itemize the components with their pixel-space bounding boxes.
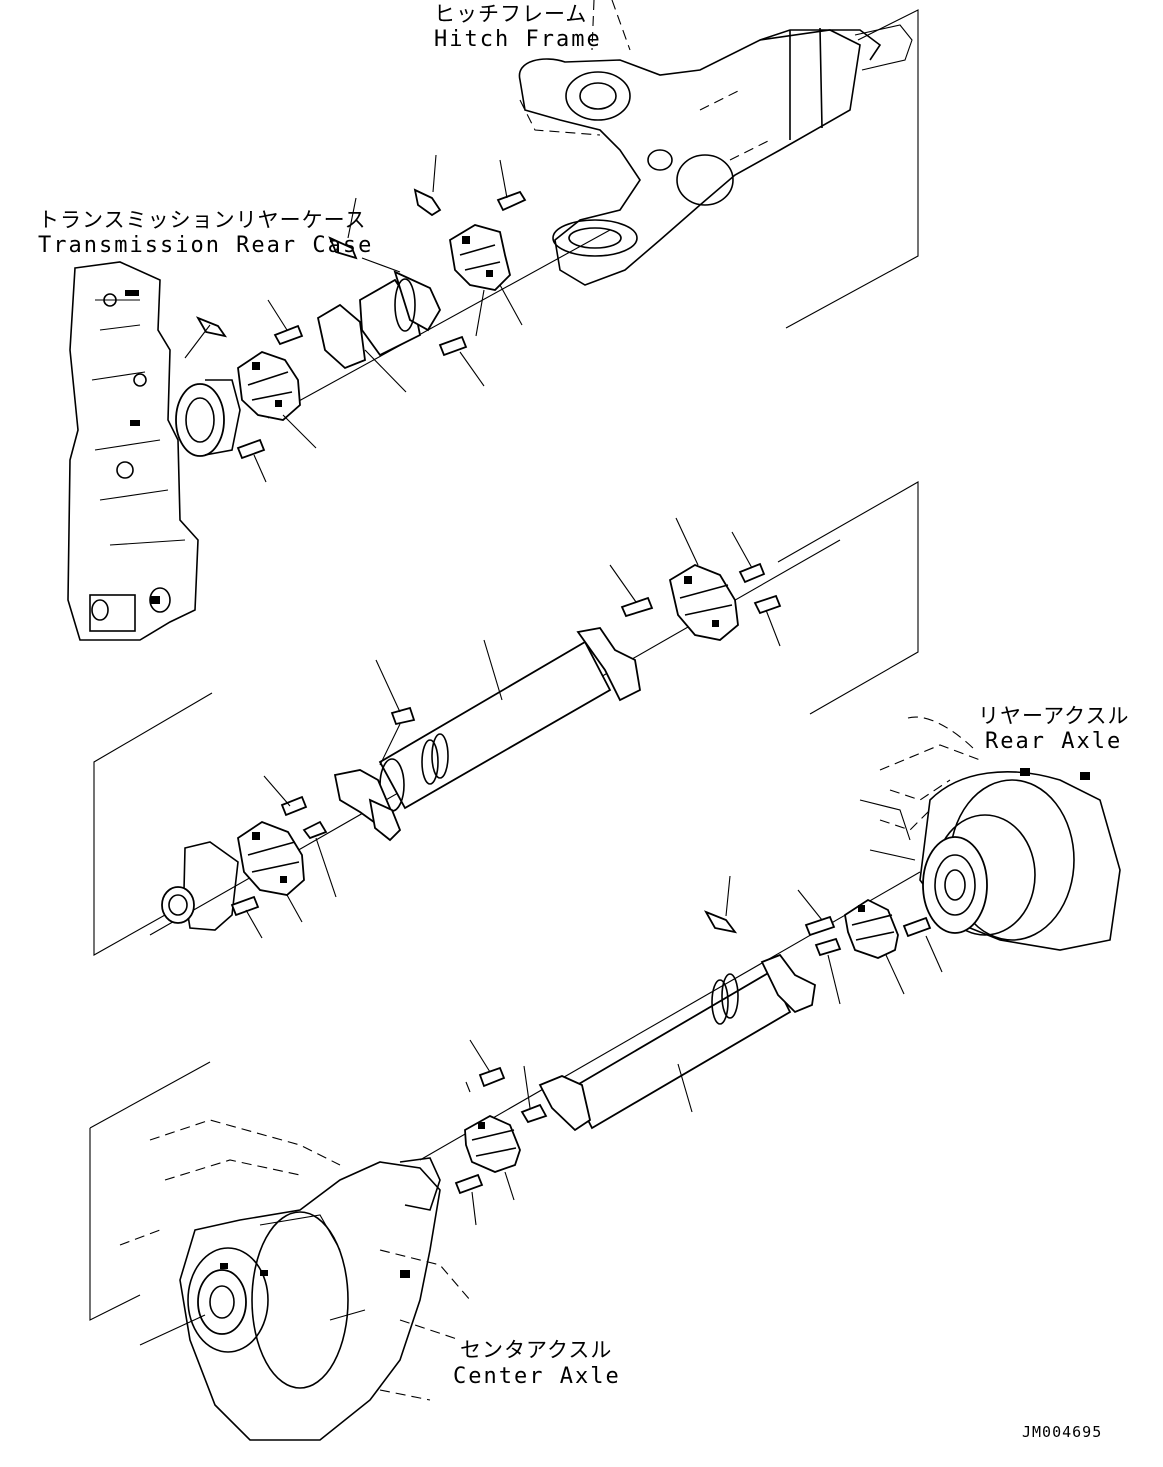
long-shaft-rear (538, 953, 816, 1132)
universal-joint-front-b (237, 351, 301, 421)
label-transmission-rear-case: トランスミッションリヤーケース Transmission Rear Case (38, 208, 373, 258)
label-hitch-frame: ヒッチフレーム Hitch Frame (434, 2, 602, 52)
label-rear-axle: リヤーアクスル Rear Axle (978, 704, 1129, 754)
leader-lines-rear (465, 875, 943, 1226)
hitch-frame-label-en: Hitch Frame (434, 27, 602, 52)
fasteners-front (195, 188, 527, 460)
universal-joint-front-a (449, 224, 511, 291)
leader-lines-front (184, 154, 523, 483)
rear-axle-label-en: Rear Axle (985, 729, 1122, 754)
transmission-rear-case-label-jp: トランスミッションリヤーケース (38, 208, 367, 232)
universal-joint-middle-a (668, 563, 739, 641)
front-shaft-group (175, 0, 919, 483)
middle-flange (161, 841, 239, 931)
transmission-flange (175, 379, 241, 457)
short-shaft-front (316, 270, 442, 370)
hitch-frame-part (518, 0, 913, 286)
center-axle-label-en: Center Axle (453, 1364, 621, 1389)
middle-shaft-group (93, 481, 919, 956)
rear-shaft-group (89, 871, 943, 1321)
label-center-axle: センタアクスル Center Axle (453, 1338, 621, 1389)
universal-joint-rear-a (844, 898, 899, 959)
universal-joint-rear-b (464, 1114, 521, 1173)
fasteners-rear (454, 910, 932, 1195)
transmission-rear-case-part (67, 261, 199, 641)
long-shaft-middle (333, 627, 641, 842)
rear-axle-label-jp: リヤーアクスル (978, 704, 1129, 728)
hitch-frame-label-jp: ヒッチフレーム (434, 2, 587, 26)
leader-lines-middle (245, 517, 781, 939)
rear-axle-part (859, 716, 1121, 951)
center-axle-part (119, 1119, 471, 1441)
drawing-reference-number: JM004695 (1022, 1423, 1102, 1441)
fasteners-middle (230, 562, 782, 917)
universal-joint-middle-b (237, 820, 305, 896)
transmission-rear-case-label-en: Transmission Rear Case (38, 233, 373, 258)
center-axle-label-jp: センタアクスル (460, 1338, 612, 1362)
